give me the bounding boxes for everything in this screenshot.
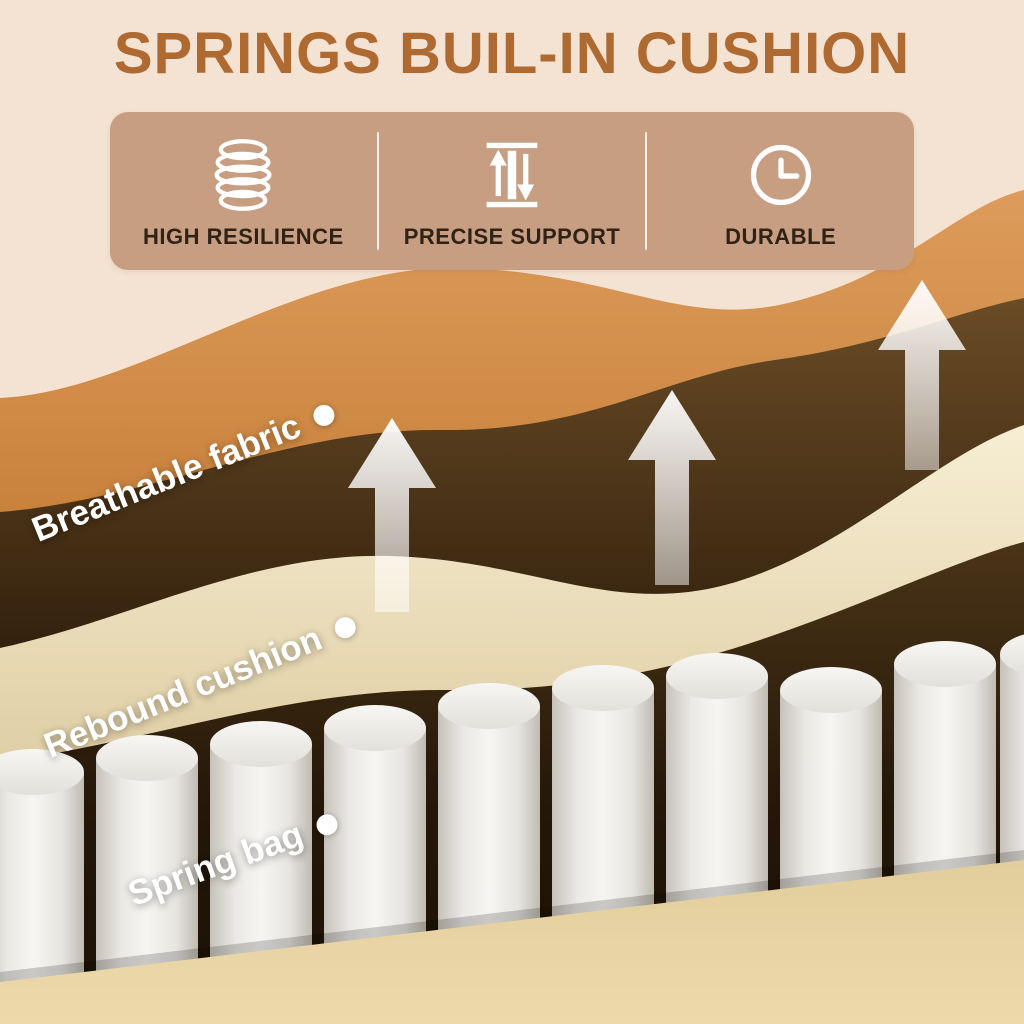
feature-label: DURABLE [725, 223, 837, 249]
up-arrow-icon [348, 418, 436, 612]
airflow-arrows [348, 280, 966, 612]
banner-divider [645, 132, 648, 250]
up-arrow-icon [628, 390, 716, 585]
base-layer [0, 860, 1024, 1024]
feature-durable: DURABLE [647, 133, 914, 250]
features-banner: HIGH RESILIENCE PRECISE SUPPORT [110, 112, 914, 270]
up-arrow-icon [878, 280, 966, 470]
feature-high-resilience: HIGH RESILIENCE [110, 133, 377, 250]
feature-label: PRECISE SUPPORT [403, 223, 621, 249]
coil-spring-icon [205, 133, 281, 217]
precise-support-icon [474, 133, 550, 217]
feature-label: HIGH RESILIENCE [143, 223, 344, 249]
clock-icon [743, 133, 819, 217]
banner-divider [376, 132, 379, 250]
feature-precise-support: PRECISE SUPPORT [379, 133, 646, 250]
page-title: SPRINGS BUIL-IN CUSHION [113, 21, 911, 86]
